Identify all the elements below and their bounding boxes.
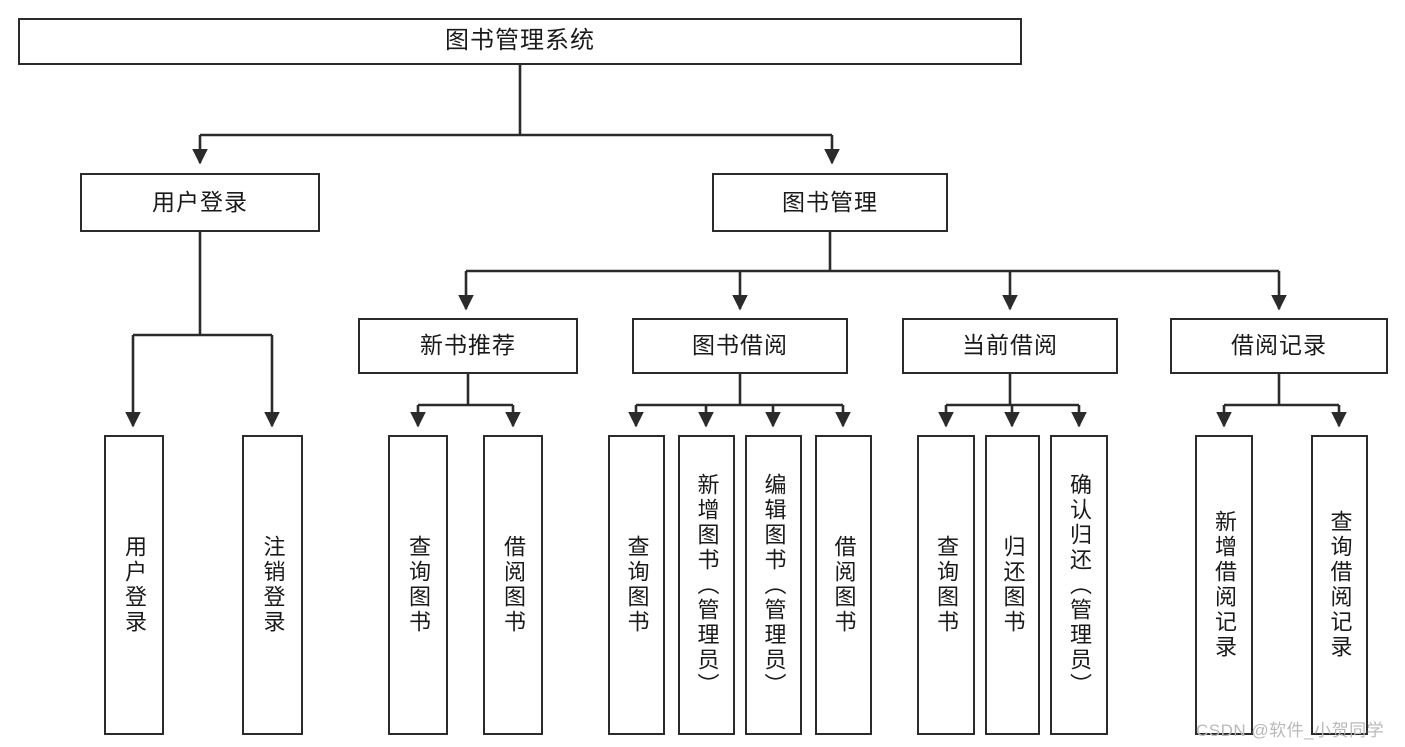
leaf-user-login-label: 用户登录 — [121, 535, 147, 635]
leaf-confirm-return-label: 确认归还（管理员） — [1066, 472, 1092, 698]
node-book-manage[interactable]: 图书管理 — [712, 173, 948, 232]
leaf-logout[interactable]: 注销登录 — [242, 435, 303, 735]
leaf-query-book-2[interactable]: 查询图书 — [608, 435, 665, 735]
leaf-query-borrow-record-label: 查询借阅记录 — [1327, 510, 1353, 660]
leaf-add-borrow-record-label: 新增借阅记录 — [1211, 510, 1237, 660]
leaf-edit-book-label: 编辑图书（管理员） — [761, 472, 787, 698]
node-user-login-label: 用户登录 — [152, 188, 248, 215]
node-user-login[interactable]: 用户登录 — [80, 173, 320, 232]
node-current-borrow[interactable]: 当前借阅 — [902, 318, 1118, 374]
node-root[interactable]: 图书管理系统 — [18, 18, 1022, 65]
leaf-query-book-2-label: 查询图书 — [624, 535, 650, 635]
leaf-add-borrow-record[interactable]: 新增借阅记录 — [1195, 435, 1253, 735]
node-book-manage-label: 图书管理 — [782, 188, 878, 215]
node-new-book-recommend[interactable]: 新书推荐 — [358, 318, 578, 374]
csdn-watermark: CSDN @软件_小贺同学 — [1196, 721, 1385, 740]
node-borrow-record-label: 借阅记录 — [1231, 332, 1327, 359]
leaf-query-book-3-label: 查询图书 — [933, 535, 959, 635]
leaf-user-login[interactable]: 用户登录 — [104, 435, 164, 735]
leaf-add-book[interactable]: 新增图书（管理员） — [678, 435, 735, 735]
leaf-query-borrow-record[interactable]: 查询借阅记录 — [1311, 435, 1368, 735]
leaf-borrow-book-2[interactable]: 借阅图书 — [815, 435, 872, 735]
leaf-borrow-book-1[interactable]: 借阅图书 — [483, 435, 543, 735]
leaf-return-book-label: 归还图书 — [1000, 535, 1026, 635]
node-book-borrow[interactable]: 图书借阅 — [632, 318, 848, 374]
node-current-borrow-label: 当前借阅 — [962, 332, 1058, 359]
node-book-borrow-label: 图书借阅 — [692, 332, 788, 359]
leaf-borrow-book-1-label: 借阅图书 — [500, 535, 526, 635]
node-borrow-record[interactable]: 借阅记录 — [1170, 318, 1388, 374]
node-root-label: 图书管理系统 — [445, 27, 595, 55]
node-new-book-recommend-label: 新书推荐 — [420, 332, 516, 359]
leaf-query-book-3[interactable]: 查询图书 — [917, 435, 975, 735]
leaf-logout-label: 注销登录 — [260, 535, 286, 635]
leaf-query-book-1[interactable]: 查询图书 — [388, 435, 448, 735]
leaf-query-book-1-label: 查询图书 — [405, 535, 431, 635]
leaf-confirm-return[interactable]: 确认归还（管理员） — [1050, 435, 1108, 735]
leaf-return-book[interactable]: 归还图书 — [985, 435, 1040, 735]
leaf-edit-book[interactable]: 编辑图书（管理员） — [745, 435, 802, 735]
leaf-add-book-label: 新增图书（管理员） — [694, 472, 720, 698]
leaf-borrow-book-2-label: 借阅图书 — [831, 535, 857, 635]
